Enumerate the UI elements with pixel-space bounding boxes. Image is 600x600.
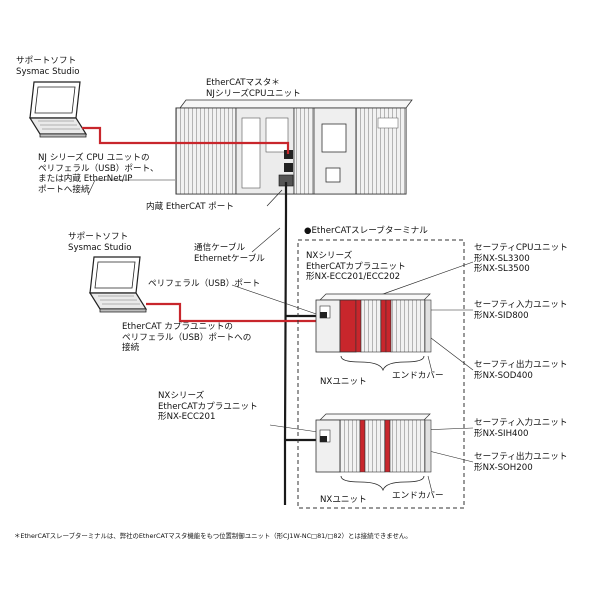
cable-label-line2: Ethernetケーブル <box>194 253 265 264</box>
software-label-middle: サポートソフト Sysmac Studio <box>68 232 131 253</box>
safety-cpu-line1: セーフティCPUユニット <box>474 243 568 253</box>
nj-connection-note: NJ シリーズ CPU ユニットの ペリフェラル（USB）ポート、 または内蔵 … <box>38 153 159 195</box>
safety-output-b-line2: 形NX-SOH200 <box>474 462 533 473</box>
coupler-a-label: NXシリーズ EtherCATカプラユニット 形NX-ECC201/ECC202 <box>306 251 406 283</box>
coupler-connection-line3: 接続 <box>122 343 140 353</box>
nj-connection-line2: ペリフェラル（USB）ポート、 <box>38 163 159 174</box>
slave-rack-b-icon <box>315 413 432 473</box>
end-cover-b-text: エンドカバー <box>392 491 444 501</box>
safety-input-a-label: セーフティ入力ユニット 形NX-SID800 <box>474 300 568 321</box>
usb-cable-coupler <box>146 302 320 323</box>
ethercat-port-text: 内蔵 EtherCAT ポート <box>146 202 234 212</box>
usb-port-label: ペリフェラル（USB）ポート <box>148 279 260 290</box>
master-label-line2: NJシリーズCPUユニット <box>206 88 301 99</box>
safety-cpu-line3: 形NX-SL3500 <box>474 264 530 274</box>
ethercat-master-label: EtherCATマスタ＊ NJシリーズCPUユニット <box>206 78 301 99</box>
nx-units-a-label: NXユニット <box>320 377 367 388</box>
slave-rack-a-icon <box>315 293 432 353</box>
safety-cpu-label: セーフティCPUユニット 形NX-SL3300 形NX-SL3500 <box>474 243 568 275</box>
safety-output-a-line1: セーフティ出力ユニット <box>474 360 568 370</box>
safety-output-b-label: セーフティ出力ユニット 形NX-SOH200 <box>474 452 568 473</box>
laptop-top-icon <box>28 81 88 138</box>
safety-output-b-line1: セーフティ出力ユニット <box>474 452 568 462</box>
software-label-top: サポートソフト Sysmac Studio <box>16 56 79 77</box>
slave-terminal-text: ●EtherCATスレーブターミナル <box>304 226 428 236</box>
coupler-b-line2: EtherCATカプラユニット <box>158 401 258 412</box>
safety-input-a-line1: セーフティ入力ユニット <box>474 300 568 310</box>
usb-cable-nj <box>82 126 290 154</box>
brace-nx-units-a <box>340 355 425 372</box>
nj-connection-line3: または内蔵 EtherNet/IP <box>38 174 133 184</box>
brace-nx-units-b <box>340 475 425 492</box>
nj-connection-line1: NJ シリーズ CPU ユニットの <box>38 153 150 163</box>
cable-label-line1: 通信ケーブル <box>194 243 246 253</box>
coupler-connection-line1: EtherCAT カプラユニットの <box>122 322 234 332</box>
safety-output-a-line2: 形NX-SOD400 <box>474 370 533 381</box>
safety-input-b-line2: 形NX-SIH400 <box>474 428 529 439</box>
ethercat-port-label: 内蔵 EtherCAT ポート <box>146 202 234 213</box>
software-label-top-line2: Sysmac Studio <box>16 66 80 77</box>
nj-connection-line4: ポートへ接続 <box>38 184 90 195</box>
footnote-text: ＊EtherCATスレーブターミナルは、弊社のEtherCATマスタ機能をもつ位… <box>14 532 412 540</box>
nj-cpu-unit-icon <box>175 99 413 195</box>
safety-input-b-line1: セーフティ入力ユニット <box>474 418 568 428</box>
end-cover-a-text: エンドカバー <box>392 371 444 381</box>
safety-input-a-line2: 形NX-SID800 <box>474 310 529 321</box>
laptop-middle-icon <box>88 256 148 313</box>
software-label-middle-line1: サポートソフト <box>68 232 129 242</box>
ethercat-cable-main <box>283 182 288 441</box>
nx-units-b-label: NXユニット <box>320 495 367 506</box>
footnote: ＊EtherCATスレーブターミナルは、弊社のEtherCATマスタ機能をもつ位… <box>14 532 412 540</box>
coupler-b-line1: NXシリーズ <box>158 391 205 401</box>
coupler-connection-line2: ペリフェラル（USB）ポートへの <box>122 332 252 343</box>
end-cover-a-label: エンドカバー <box>392 371 444 382</box>
coupler-a-line2: EtherCATカプラユニット <box>306 261 406 272</box>
nx-units-b-text: NXユニット <box>320 495 367 505</box>
coupler-a-line1: NXシリーズ <box>306 251 353 261</box>
master-label-line1: EtherCATマスタ＊ <box>206 78 280 88</box>
coupler-connection-note: EtherCAT カプラユニットの ペリフェラル（USB）ポートへの 接続 <box>122 322 251 354</box>
coupler-a-line3: 形NX-ECC201/ECC202 <box>306 272 401 282</box>
nx-units-a-text: NXユニット <box>320 377 367 387</box>
software-label-top-line1: サポートソフト <box>16 56 77 66</box>
slave-terminal-label: ●EtherCATスレーブターミナル <box>304 226 428 237</box>
end-cover-b-label: エンドカバー <box>392 491 444 502</box>
software-label-middle-line2: Sysmac Studio <box>68 242 132 253</box>
coupler-b-label: NXシリーズ EtherCATカプラユニット 形NX-ECC201 <box>158 391 258 423</box>
cable-label: 通信ケーブル Ethernetケーブル <box>194 243 265 264</box>
safety-output-a-label: セーフティ出力ユニット 形NX-SOD400 <box>474 360 568 381</box>
coupler-b-line3: 形NX-ECC201 <box>158 412 216 422</box>
usb-port-text: ペリフェラル（USB）ポート <box>148 279 261 289</box>
safety-input-b-label: セーフティ入力ユニット 形NX-SIH400 <box>474 418 568 439</box>
safety-cpu-line2: 形NX-SL3300 <box>474 253 530 264</box>
